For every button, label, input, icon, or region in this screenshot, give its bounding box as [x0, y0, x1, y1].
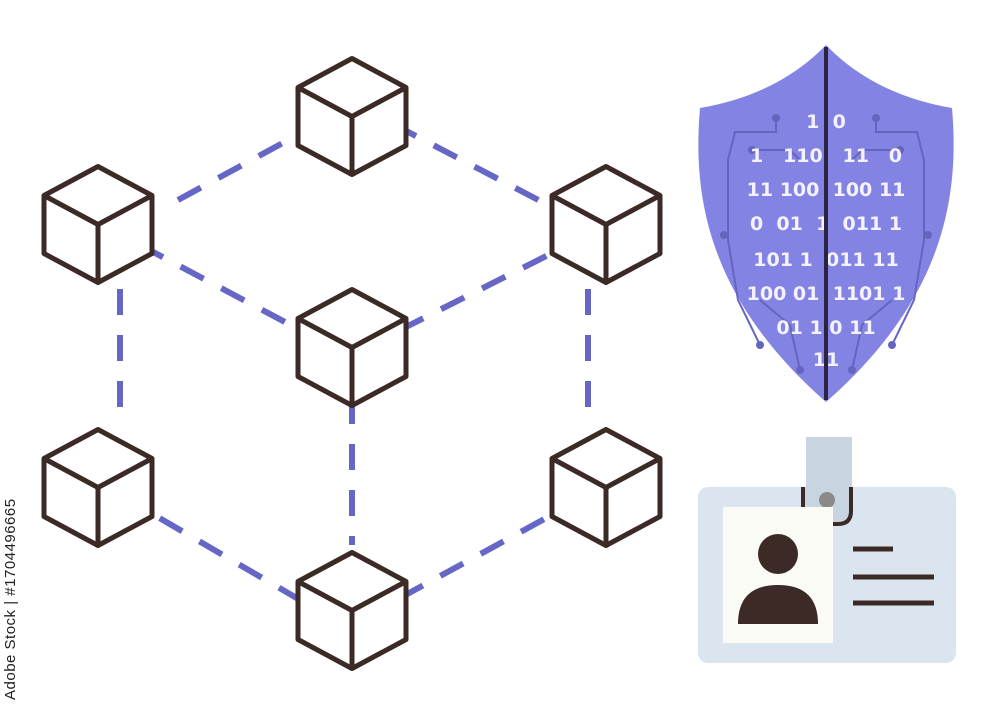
blockchain-network-icon: [41, 56, 663, 671]
network-dashed-link: [118, 492, 302, 603]
circuit-node: [896, 146, 904, 154]
block-cube-icon: [295, 287, 409, 408]
circuit-trace: [727, 118, 777, 346]
block-cube-icon: [295, 56, 409, 177]
person-body: [738, 585, 818, 624]
watermark-id-number: #1704496665: [2, 498, 19, 596]
circuit-node: [848, 366, 856, 374]
block-cube-icon: [41, 164, 155, 285]
badge-clip-hole: [819, 492, 835, 508]
circuit-node: [748, 146, 756, 154]
circuit-node: [924, 231, 932, 239]
stock-watermark-id: Adobe Stock | #1704496665: [2, 460, 32, 700]
circuit-node: [756, 341, 764, 349]
block-cube-icon: [295, 550, 409, 671]
circuit-trace: [875, 118, 925, 346]
person-head: [758, 534, 798, 574]
circuit-node: [796, 366, 804, 374]
circuit-trace: [851, 149, 900, 161]
circuit-node: [872, 114, 880, 122]
block-cube-icon: [41, 427, 155, 548]
watermark-separator: |: [2, 600, 19, 605]
id-badge-icon: [698, 437, 956, 663]
network-dashed-link: [138, 242, 302, 333]
network-dashed-link: [398, 502, 572, 601]
circuit-trace: [851, 299, 893, 371]
network-dashed-link: [398, 242, 570, 333]
circuit-node: [888, 341, 896, 349]
network-dashed-link: [391, 121, 548, 207]
watermark-source: Adobe Stock: [2, 609, 19, 700]
binary-shield-icon: 1 01 110 11 011 100 100 110 01 1 011 110…: [698, 45, 954, 402]
circuit-node: [720, 231, 728, 239]
badge-text-lines: [853, 546, 934, 606]
block-cube-icon: [549, 427, 663, 548]
circuit-node: [772, 114, 780, 122]
circuit-trace: [759, 299, 801, 371]
block-cube-icon: [549, 164, 663, 285]
circuit-trace: [752, 149, 801, 161]
shield-circuit-lines: [720, 114, 932, 374]
network-cubes: [41, 56, 663, 671]
